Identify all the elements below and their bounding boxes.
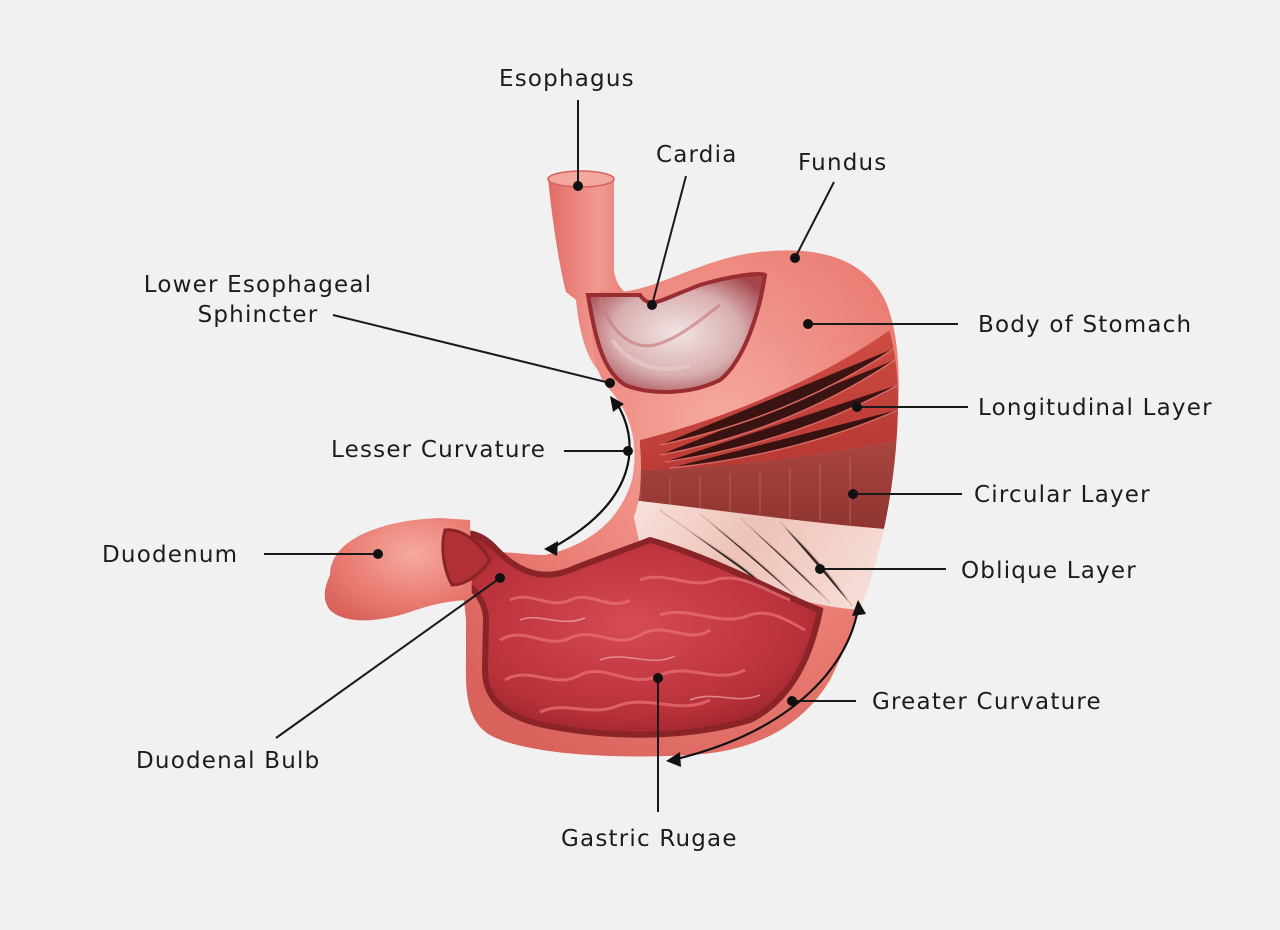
label-les-line2: Sphincter	[197, 302, 319, 328]
cardia-lumen	[585, 272, 768, 394]
label-esophagus: Esophagus	[499, 66, 635, 92]
label-duodenum: Duodenum	[102, 542, 239, 568]
label-fundus: Fundus	[798, 150, 888, 176]
leader-lines	[264, 100, 968, 812]
gastric-rugae-folds	[499, 575, 806, 714]
label-circular-layer: Circular Layer	[974, 482, 1151, 508]
stomach-lumen	[441, 530, 824, 738]
muscle-layers	[630, 330, 898, 610]
label-duodenal-bulb: Duodenal Bulb	[136, 748, 321, 774]
label-les-line1: Lower Esophageal	[143, 272, 373, 298]
label-oblique-layer: Oblique Layer	[961, 558, 1137, 584]
duodenum-tube	[324, 518, 492, 621]
label-lower-esophageal-sphincter: Lower Esophageal Sphincter	[130, 270, 386, 330]
label-longitudinal-layer: Longitudinal Layer	[978, 395, 1213, 421]
lesser-curvature-arrow	[544, 396, 631, 556]
greater-curvature-arrow	[666, 600, 866, 767]
label-lesser-curvature: Lesser Curvature	[331, 437, 547, 463]
label-cardia: Cardia	[656, 142, 738, 168]
label-greater-curvature: Greater Curvature	[872, 689, 1102, 715]
label-body-of-stomach: Body of Stomach	[978, 312, 1193, 338]
label-gastric-rugae: Gastric Rugae	[561, 826, 738, 852]
